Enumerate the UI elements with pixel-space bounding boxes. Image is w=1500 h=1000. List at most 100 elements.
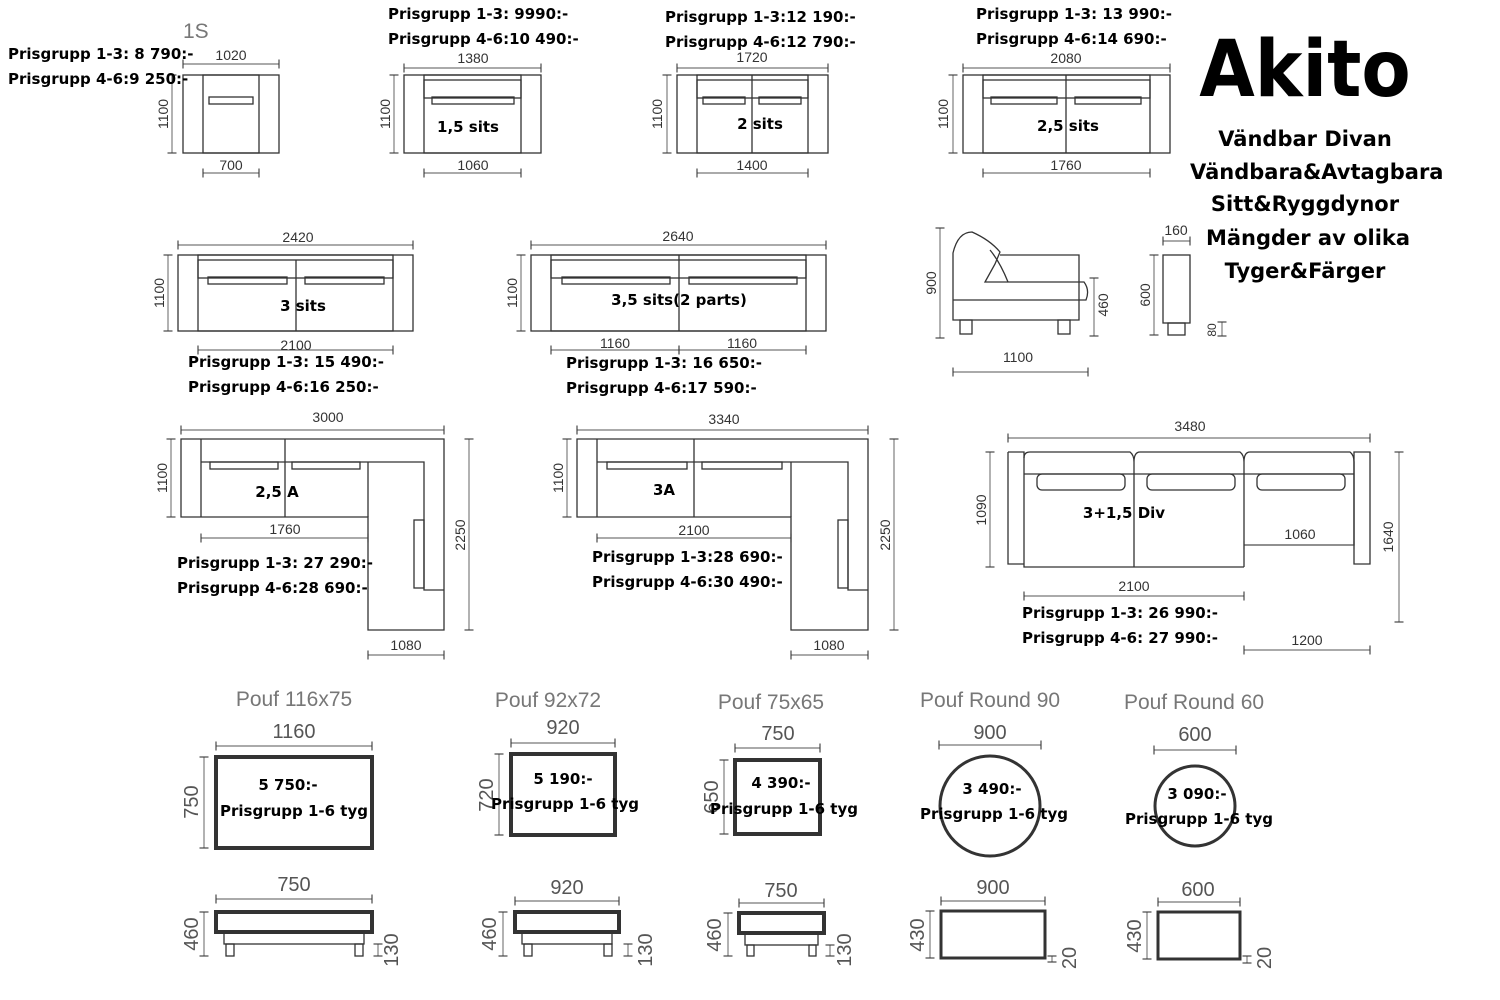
module-1-5-sits: Prisgrupp 1-3: 9990:- Prisgrupp 4-6:10 4… <box>377 5 579 178</box>
leg-dim: 20 <box>1254 947 1276 969</box>
price-group-4-6: Prisgrupp 4-6:28 690:- <box>177 579 368 597</box>
module-3-5-sits: 2640 3,5 sits(2 parts) 1100 1160 1160 Pr… <box>504 228 827 397</box>
width-dim: 3000 <box>312 409 343 425</box>
depth-dim: 1100 <box>151 278 167 308</box>
module-label: 2 sits <box>737 115 783 133</box>
side-length-dim: 2250 <box>452 519 468 550</box>
module-label: 3+1,5 Div <box>1083 504 1165 522</box>
side-width-dim: 750 <box>764 880 797 902</box>
seat-dim: 2100 <box>1118 578 1149 594</box>
pouf-price: 3 090:- <box>1167 785 1226 803</box>
pouf-title: Pouf 75x65 <box>718 691 824 714</box>
seat-dim: 2100 <box>678 522 709 538</box>
depth-dim: 1100 <box>504 278 520 308</box>
height-dim: 460 <box>479 917 501 950</box>
chaise-width-dim: 1080 <box>813 637 844 653</box>
chaise-width-dim: 1080 <box>390 637 421 653</box>
module-label: 2,5 A <box>255 483 299 501</box>
divan-width-dim: 1200 <box>1291 632 1322 648</box>
width-dim: 750 <box>761 723 794 745</box>
pouf-price-group: Prisgrupp 1-6 tyg <box>710 800 858 818</box>
pouf-92x72: Pouf 92x72 920 720 5 190:- Prisgrupp 1-6… <box>476 689 657 967</box>
arm-width-dim: 160 <box>1164 222 1188 238</box>
seat-dim-right: 1160 <box>727 335 757 351</box>
price-group-4-6: Prisgrupp 4-6:16 250:- <box>188 378 379 396</box>
leg-dim: 130 <box>635 933 657 966</box>
pouf-round-90: Pouf Round 90 900 3 490:- Prisgrupp 1-6 … <box>907 689 1081 969</box>
seat-dim: 1060 <box>457 157 488 173</box>
leg-dim: 20 <box>1059 947 1081 969</box>
price-group-4-6: Prisgrupp 4-6:30 490:- <box>592 573 783 591</box>
depth-dim: 1090 <box>973 494 989 525</box>
depth-dim: 650 <box>701 780 723 813</box>
seat-height-dim: 460 <box>1095 293 1111 317</box>
price-group-1-3: Prisgrupp 1-3:12 190:- <box>665 8 856 26</box>
feature-line: Vändbara&Avtagbara <box>1190 160 1444 184</box>
width-dim: 1160 <box>272 721 315 743</box>
depth-dim: 1100 <box>550 463 566 493</box>
pouf-price: 4 390:- <box>751 774 810 792</box>
height-dim: 430 <box>1124 919 1146 952</box>
width-dim: 3480 <box>1174 418 1205 434</box>
pouf-title: Pouf Round 60 <box>1124 691 1264 714</box>
pouf-title: Pouf Round 90 <box>920 689 1060 712</box>
price-group-1-3: Prisgrupp 1-3: 15 490:- <box>188 353 384 371</box>
seat-dim: 1760 <box>269 521 300 537</box>
module-2-5-a: 3000 2,5 A 1100 1760 2250 1080 Prisgrupp… <box>154 409 474 660</box>
price-group-4-6: Prisgrupp 4-6:9 250:- <box>8 70 188 88</box>
width-dim: 1020 <box>215 47 246 63</box>
pouf-75x65: Pouf 75x65 750 650 4 390:- Prisgrupp 1-6… <box>701 691 858 967</box>
width-dim: 920 <box>546 717 579 739</box>
price-group-1-3: Prisgrupp 1-3:28 690:- <box>592 548 783 566</box>
depth-dim: 1100 <box>1003 349 1033 365</box>
depth-dim: 720 <box>476 778 498 811</box>
pouf-price: 3 490:- <box>962 780 1021 798</box>
pouf-price-group: Prisgrupp 1-6 tyg <box>491 795 639 813</box>
leg-height-dim: 80 <box>1205 323 1219 337</box>
seat-dim: 1760 <box>1050 157 1081 173</box>
width-dim: 3340 <box>708 411 739 427</box>
seat-dim: 2100 <box>280 337 311 353</box>
depth-dim: 1100 <box>154 463 170 493</box>
side-width-dim: 920 <box>550 877 583 899</box>
module-2-sits: Prisgrupp 1-3:12 190:- Prisgrupp 4-6:12 … <box>649 8 856 178</box>
module-3-sits: 2420 3 sits 1100 2100 Prisgrupp 1-3: 15 … <box>151 229 414 396</box>
feature-line: Sitt&Ryggdynor <box>1210 192 1400 216</box>
height-dim: 460 <box>704 918 726 951</box>
width-dim: 900 <box>973 722 1006 744</box>
depth-dim: 1100 <box>935 99 951 129</box>
side-width-dim: 600 <box>1181 879 1214 901</box>
module-1s: 1S 1020 1100 700 Prisgrupp 1-3: 8 790:- … <box>8 20 280 178</box>
module-3a: 3340 3A 1100 2100 2250 1080 Prisgrupp 1-… <box>550 411 899 660</box>
pouf-price-group: Prisgrupp 1-6 tyg <box>920 805 1068 823</box>
height-dim: 430 <box>907 918 929 951</box>
module-3-1-5-div: 3480 3+1,5 Div 1090 1060 2100 1640 1200 … <box>973 418 1404 655</box>
depth-dim: 1100 <box>377 99 393 129</box>
leg-dim: 130 <box>381 933 403 966</box>
width-dim: 600 <box>1178 724 1211 746</box>
pouf-116x75: Pouf 116x75 1160 750 5 750:- Prisgrupp 1… <box>181 688 403 967</box>
width-dim: 1720 <box>736 49 767 65</box>
width-dim: 1380 <box>457 50 488 66</box>
side-view: 900 460 1100 160 600 80 <box>923 222 1227 377</box>
depth-dim: 1100 <box>649 99 665 129</box>
leg-dim: 130 <box>834 933 856 966</box>
price-group-4-6: Prisgrupp 4-6:12 790:- <box>665 33 856 51</box>
price-group-4-6: Prisgrupp 4-6: 27 990:- <box>1022 629 1218 647</box>
divan-seat-dim: 1060 <box>1284 526 1315 542</box>
width-dim: 2640 <box>662 228 693 244</box>
price-group-1-3: Prisgrupp 1-3: 27 290:- <box>177 554 373 572</box>
module-code: 1S <box>183 20 209 43</box>
seat-dim: 700 <box>219 157 243 173</box>
depth-dim: 1100 <box>155 99 171 129</box>
pouf-price: 5 750:- <box>258 776 317 794</box>
module-label: 3 sits <box>280 297 326 315</box>
side-length-dim: 1640 <box>1380 521 1396 552</box>
price-group-1-3: Prisgrupp 1-3: 8 790:- <box>8 45 194 63</box>
arm-height-dim: 600 <box>1137 283 1153 307</box>
height-dim: 460 <box>181 917 203 950</box>
pouf-price-group: Prisgrupp 1-6 tyg <box>220 802 368 820</box>
price-group-1-3: Prisgrupp 1-3: 26 990:- <box>1022 604 1218 622</box>
width-dim: 2080 <box>1050 50 1081 66</box>
module-label: 3A <box>653 481 675 499</box>
